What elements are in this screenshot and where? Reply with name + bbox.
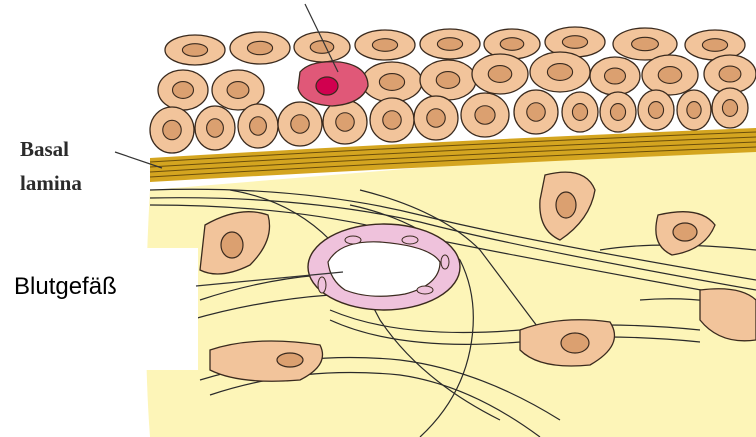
cell-nucleus — [437, 38, 462, 51]
cell-nucleus — [291, 115, 309, 133]
cell-nucleus — [572, 104, 587, 121]
cell-nucleus — [605, 68, 626, 84]
cell-nucleus — [436, 72, 460, 89]
cell-nucleus — [379, 74, 404, 91]
cell-nucleus — [527, 103, 545, 121]
cell-nucleus — [372, 39, 397, 52]
cell-nucleus — [632, 37, 659, 50]
cell-nucleus — [702, 39, 727, 52]
cell-nucleus — [247, 41, 272, 54]
cell-nucleus — [227, 82, 249, 99]
cell-nucleus — [336, 113, 354, 131]
cell-nucleus — [722, 100, 737, 117]
highlighted-cell-nucleus — [316, 77, 338, 95]
cell-nucleus — [719, 66, 741, 82]
cell-nucleus — [427, 109, 445, 127]
cell-nucleus — [610, 104, 625, 121]
cell-nucleus — [207, 119, 224, 137]
cell-nucleus — [383, 111, 401, 129]
cell-nucleus — [488, 66, 512, 83]
cell-nucleus — [475, 106, 495, 124]
cell-nucleus — [500, 38, 524, 51]
fibroblast-cell — [210, 341, 323, 381]
blood-vessel — [308, 224, 460, 310]
basal-lamina-label-line2: lamina — [20, 171, 82, 195]
cell-nucleus — [310, 41, 334, 54]
cell-nucleus — [658, 67, 682, 84]
cell-nucleus — [182, 44, 207, 57]
cell-nucleus — [562, 36, 587, 49]
cell-nucleus — [648, 102, 663, 119]
vessel-label: Blutgefäß — [14, 273, 117, 300]
cell-nucleus — [163, 120, 181, 139]
cell-nucleus — [547, 64, 572, 81]
cell-nucleus — [173, 82, 194, 99]
basal-lamina-label-line1: Basal — [20, 137, 69, 161]
cell-nucleus — [687, 102, 701, 119]
cell-nucleus — [250, 117, 267, 135]
label-panel — [0, 248, 198, 370]
